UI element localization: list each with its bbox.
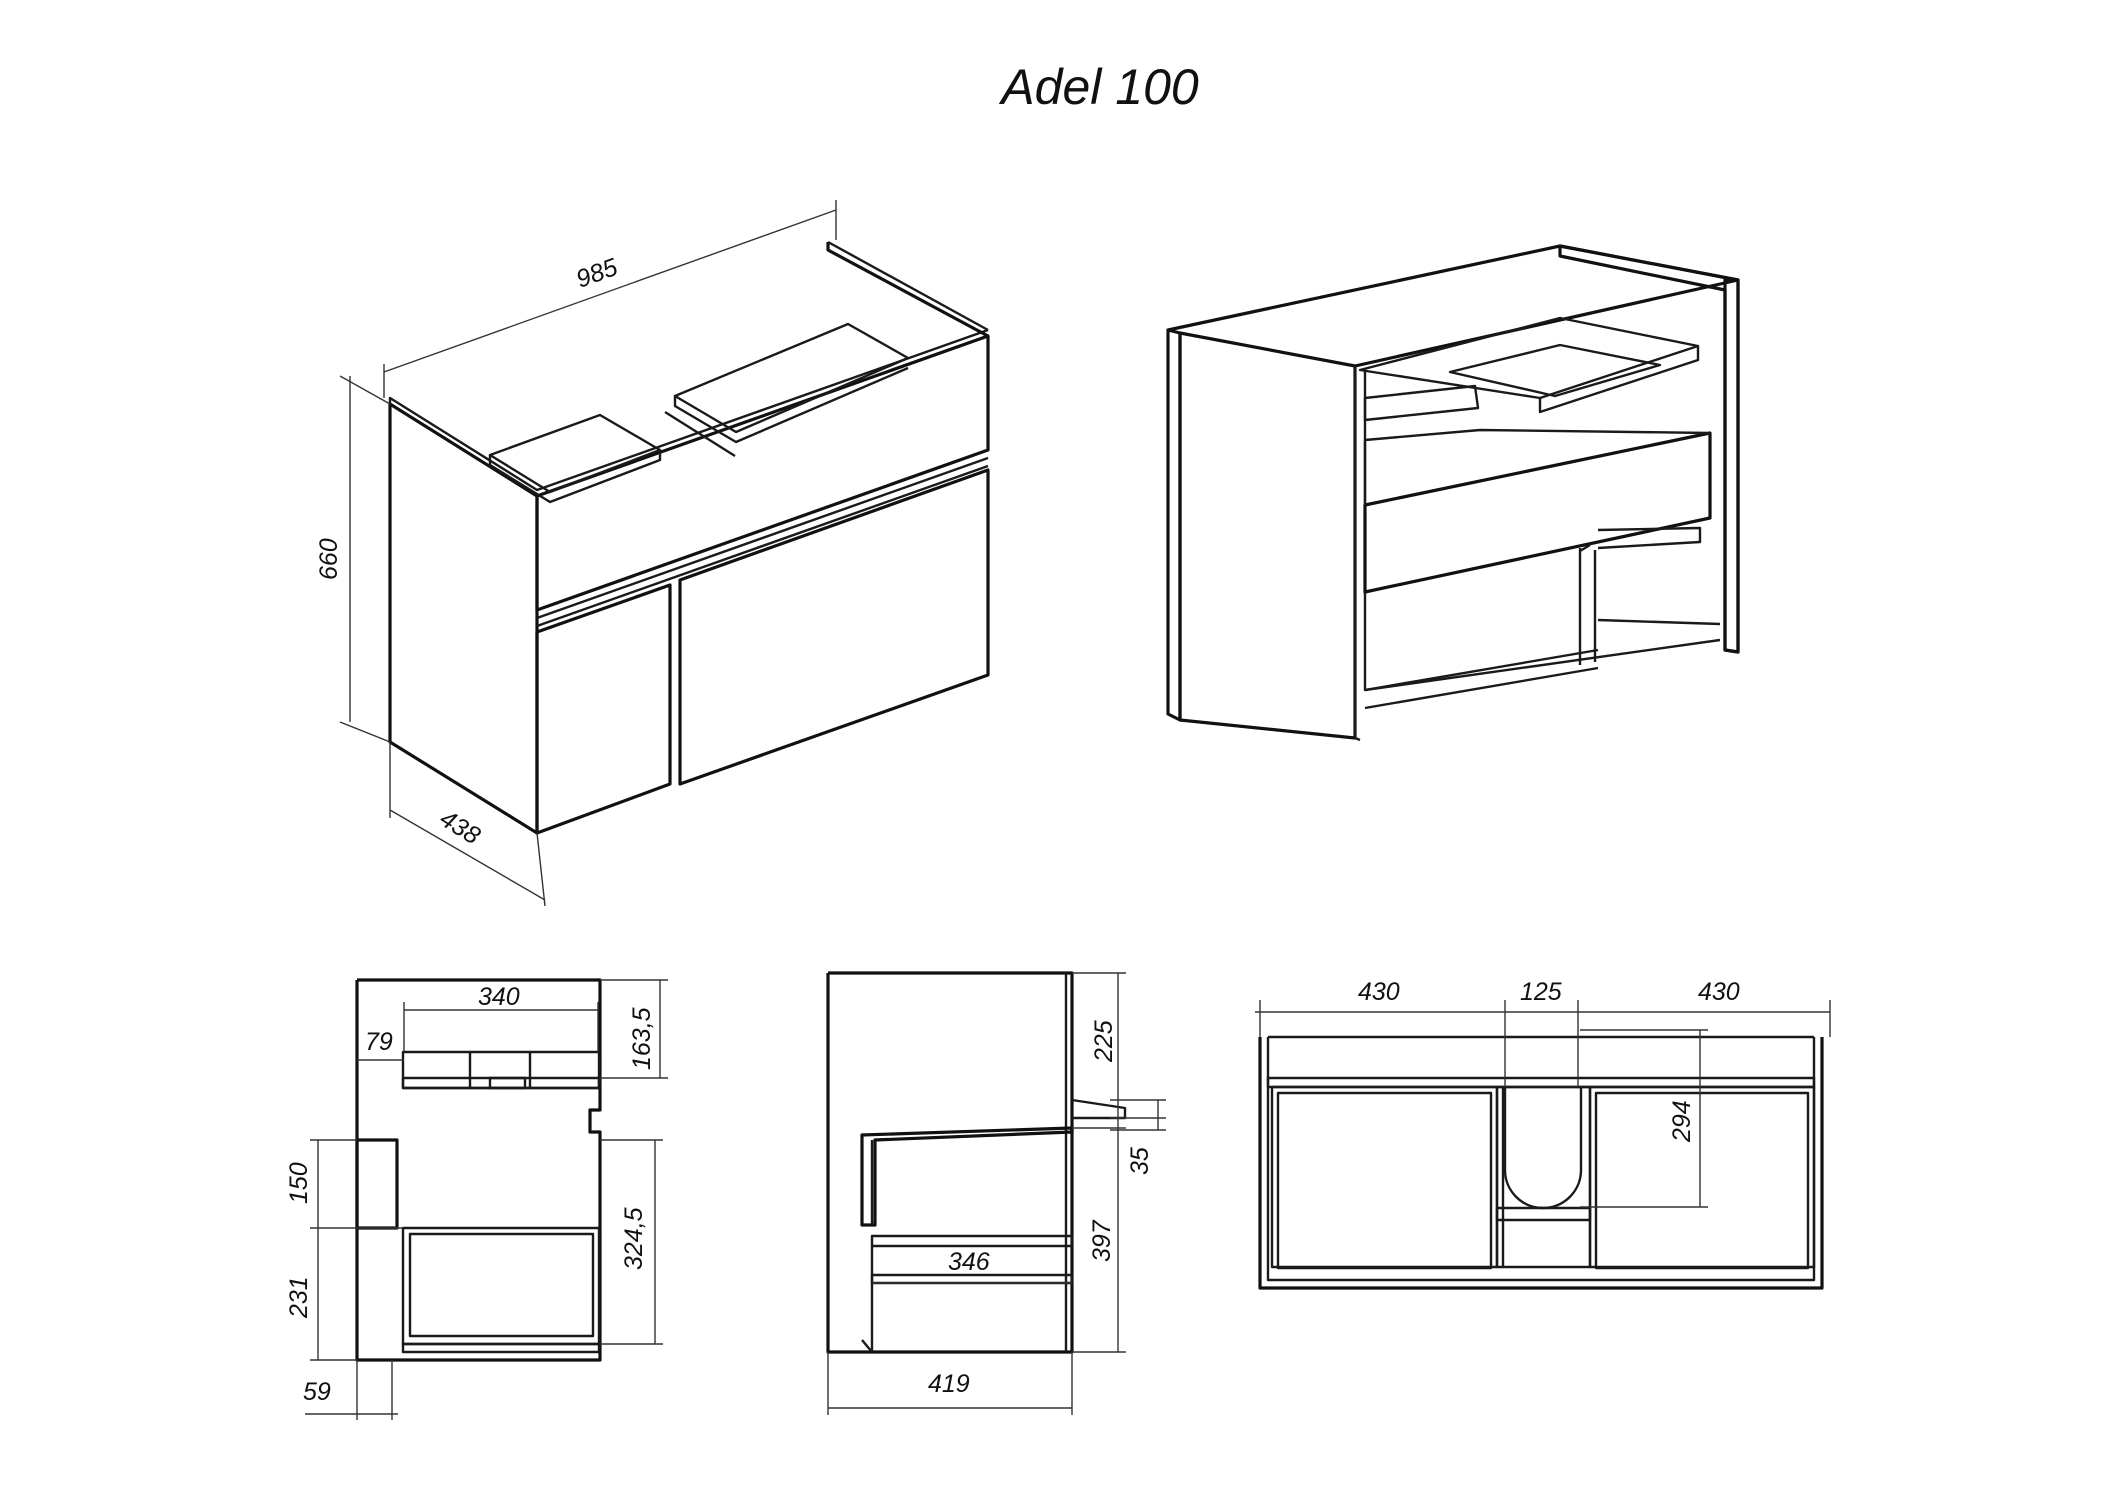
side-section-view <box>355 978 602 1362</box>
dim-419: 419 <box>928 1370 970 1398</box>
iso-closed-cabinet <box>388 240 990 835</box>
dim-163-5: 163,5 <box>628 1007 656 1070</box>
dim-59: 59 <box>303 1378 331 1406</box>
iso-dimensions <box>339 200 837 907</box>
side-section-dimensions <box>305 979 668 1420</box>
iso-open-cabinet <box>1166 244 1740 742</box>
dim-340: 340 <box>478 983 520 1011</box>
dim-438: 438 <box>435 804 485 850</box>
dim-35: 35 <box>1126 1147 1154 1175</box>
top-view-dimensions <box>1255 1000 1831 1208</box>
dim-430-right: 430 <box>1698 978 1740 1006</box>
middle-section-view <box>826 971 1127 1354</box>
dim-125: 125 <box>1520 978 1562 1006</box>
dim-346: 346 <box>948 1248 990 1276</box>
dim-294: 294 <box>1668 1100 1696 1143</box>
dim-430-left: 430 <box>1358 978 1400 1006</box>
dim-660: 660 <box>315 538 343 580</box>
dim-79: 79 <box>365 1028 393 1056</box>
top-view <box>1258 1035 1824 1290</box>
dim-150: 150 <box>285 1162 313 1204</box>
dim-985: 985 <box>572 253 621 294</box>
drawing-title: Adel 100 <box>1001 59 1199 115</box>
dim-397: 397 <box>1088 1219 1116 1262</box>
dim-225: 225 <box>1090 1020 1118 1063</box>
dim-231: 231 <box>285 1276 313 1319</box>
middle-section-dimensions <box>827 972 1166 1415</box>
dim-324-5: 324,5 <box>620 1207 648 1270</box>
